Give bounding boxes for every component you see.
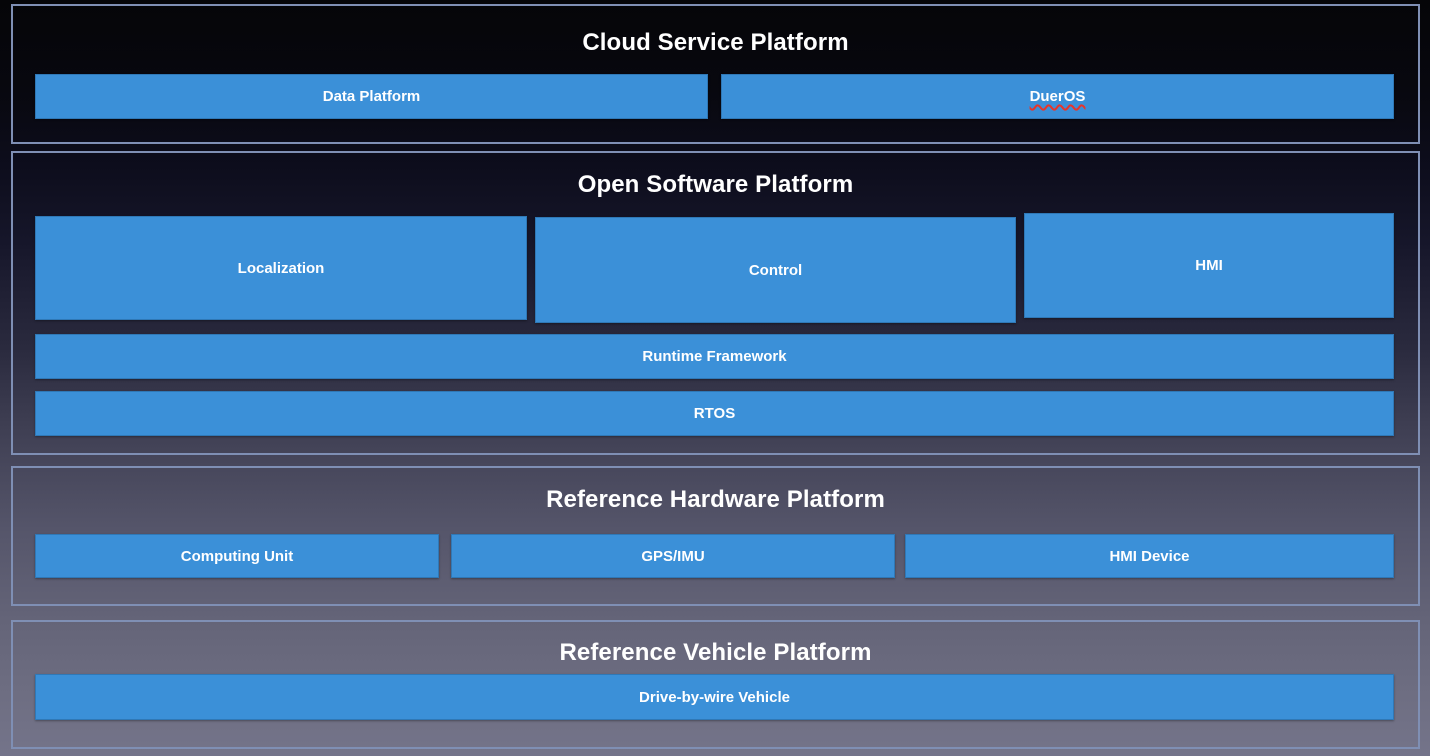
layer-reference-hardware-platform: Reference Hardware Platform (11, 466, 1420, 606)
component-box-runtime-framework[interactable]: Runtime Framework (35, 334, 1394, 379)
component-box-hmi-device[interactable]: HMI Device (905, 534, 1394, 578)
component-box-localization[interactable]: Localization (35, 216, 527, 320)
component-label-computing-unit: Computing Unit (180, 547, 294, 565)
layer-open-software-platform: Open Software Platform (11, 151, 1420, 455)
component-box-drive-by-wire-vehicle[interactable]: Drive-by-wire Vehicle (35, 674, 1394, 720)
component-box-hmi[interactable]: HMI (1024, 213, 1394, 318)
component-label-runtime-framework: Runtime Framework (642, 348, 787, 365)
layer-title-reference-vehicle-platform: Reference Vehicle Platform (559, 639, 872, 666)
component-box-control[interactable]: Control (535, 217, 1016, 323)
layer-title-cloud-service-platform: Cloud Service Platform (582, 29, 849, 56)
component-label-control: Control (748, 261, 803, 279)
component-label-hmi: HMI (1195, 257, 1223, 274)
component-label-drive-by-wire-vehicle: Drive-by-wire Vehicle (639, 688, 790, 706)
architecture-stack: Cloud Service Platform Data Platform Due… (11, 4, 1420, 756)
component-label-data-platform: Data Platform (322, 88, 421, 105)
layer-reference-vehicle-platform: Reference Vehicle Platform (11, 620, 1420, 749)
component-box-rtos[interactable]: RTOS (35, 391, 1394, 436)
layer-cloud-service-platform: Cloud Service Platform (11, 4, 1420, 144)
component-box-gps-imu[interactable]: GPS/IMU (451, 534, 895, 578)
layer-title-reference-hardware-platform: Reference Hardware Platform (546, 486, 885, 513)
component-box-dueros[interactable]: DuerOS (721, 74, 1394, 119)
component-box-computing-unit[interactable]: Computing Unit (35, 534, 439, 578)
layer-title-open-software-platform: Open Software Platform (577, 171, 854, 198)
component-box-data-platform[interactable]: Data Platform (35, 74, 708, 119)
component-label-gps-imu: GPS/IMU (641, 547, 705, 565)
component-label-dueros: DuerOS (1029, 88, 1086, 105)
component-label-rtos: RTOS (693, 405, 736, 422)
component-label-localization: Localization (237, 259, 325, 277)
component-label-hmi-device: HMI Device (1109, 547, 1190, 565)
